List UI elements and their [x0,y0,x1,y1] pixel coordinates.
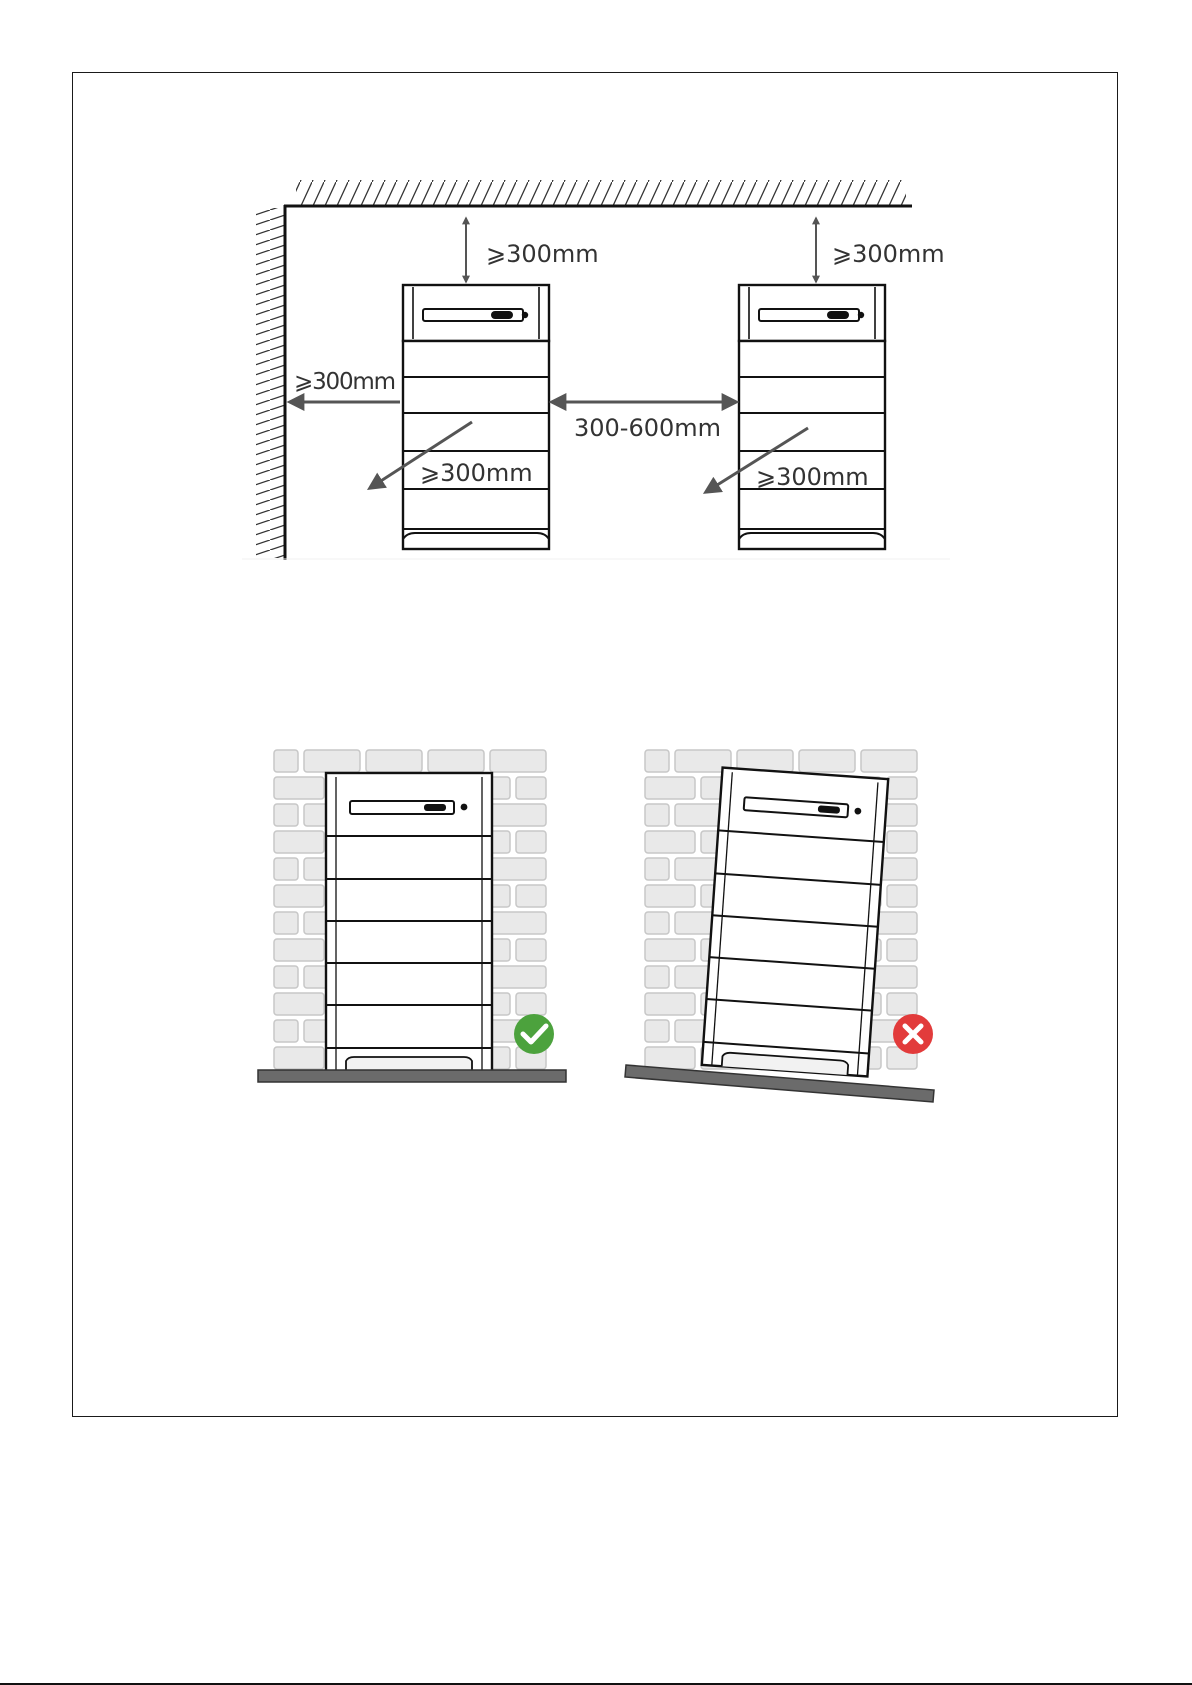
top-clearance-label-right: ⩾300mm [832,240,945,268]
cross-icon [893,1014,933,1054]
ceiling-hatch [296,180,906,206]
check-icon [514,1014,554,1054]
level-floor [258,1070,566,1082]
between-units-label: 300-600mm [574,414,721,442]
clearance-diagram: ⩾300mm ⩾300mm ⩾300mm 300-600mm ⩾300mm ⩾3… [242,180,950,560]
incorrect-install-illustration [625,750,934,1102]
battery-stack-right [739,285,885,549]
top-clearance-label-left: ⩾300mm [486,240,599,268]
wall-hatch [256,208,284,558]
correct-install-illustration [258,750,566,1082]
front-clearance-label-left: ⩾300mm [420,459,533,487]
battery-stack-left [403,285,549,549]
side-clearance-label: ⩾300mm [294,369,395,395]
front-clearance-label-right: ⩾300mm [756,463,869,491]
tilted-battery-stack [702,768,888,1077]
level-battery-stack [326,773,492,1071]
